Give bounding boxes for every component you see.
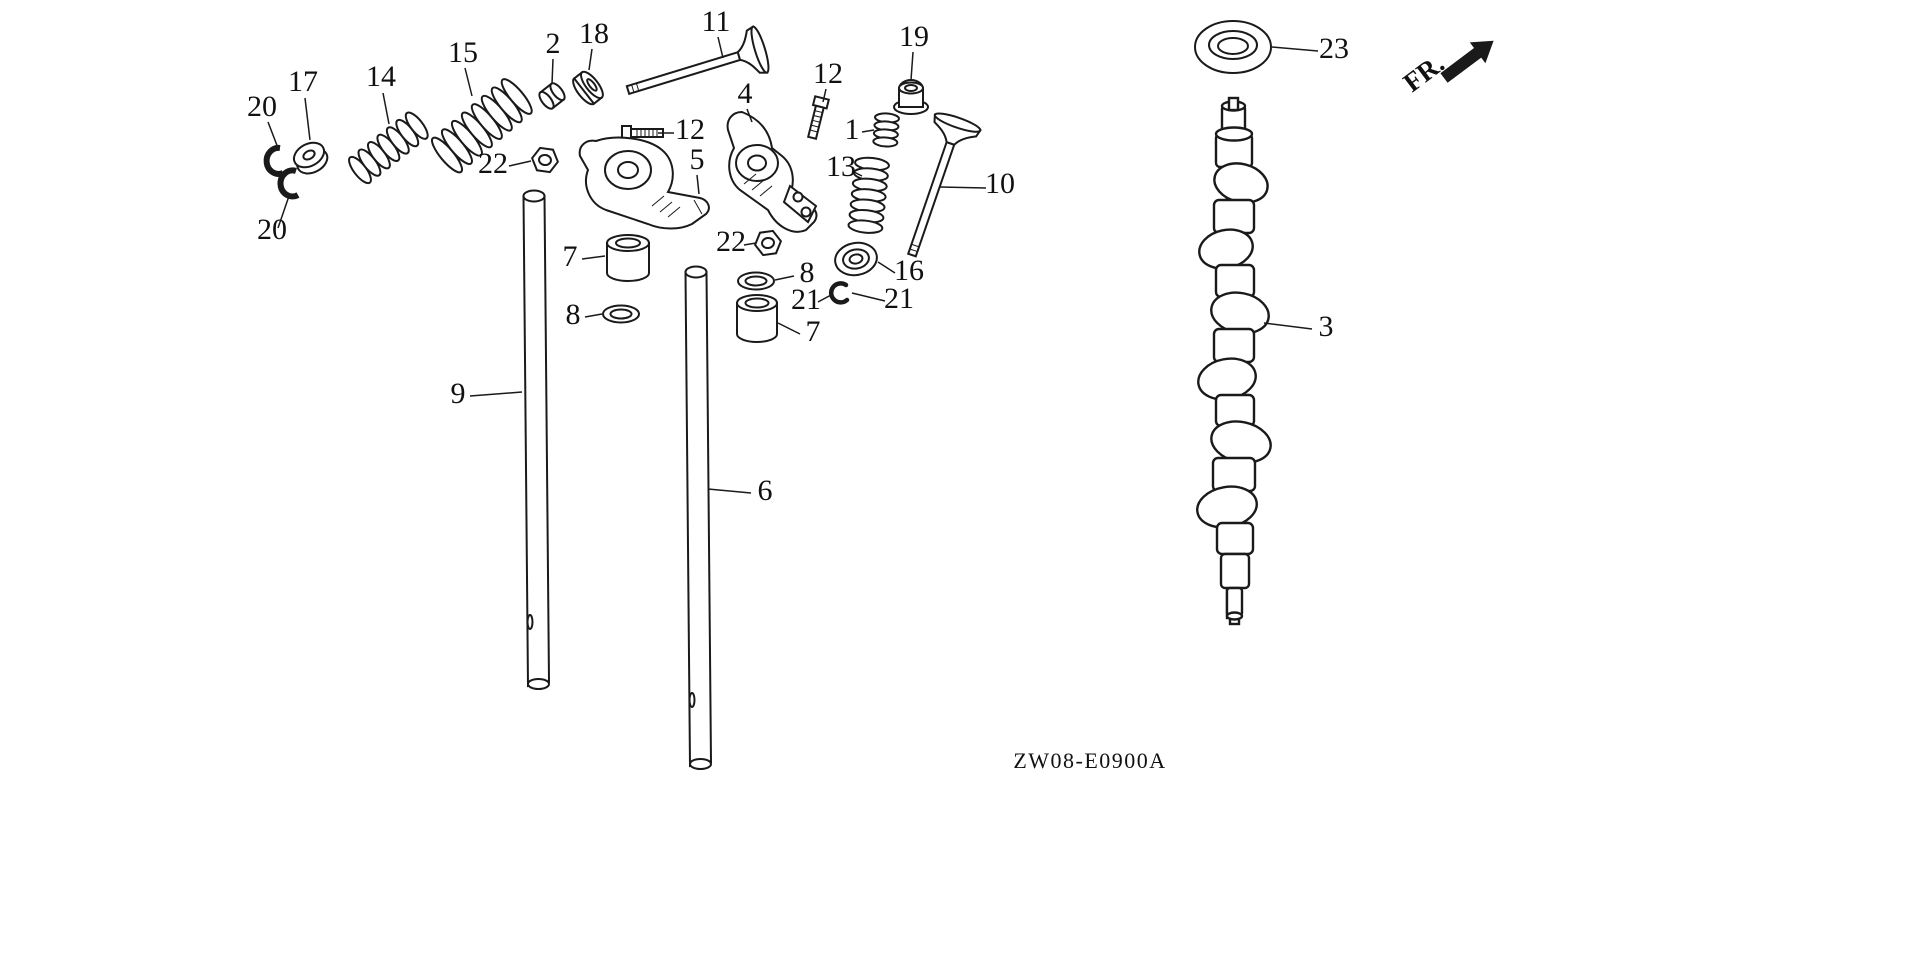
callout-1: 1 <box>845 113 860 146</box>
callout-2: 2 <box>546 27 561 60</box>
callout-5: 5 <box>690 143 705 176</box>
part-washer-b <box>737 271 775 291</box>
callout-23: 23 <box>1319 32 1349 65</box>
part-rocker-arm-a <box>578 136 710 230</box>
callout-11: 11 <box>702 5 731 38</box>
part-rocker-arm-b <box>726 110 818 233</box>
leader-lines <box>267 36 1319 494</box>
callout-18: 18 <box>579 17 609 50</box>
part-collar-b <box>736 294 778 343</box>
part-push-rod-b <box>684 265 713 770</box>
part-nut-a <box>530 146 560 174</box>
callout-16: 16 <box>894 254 924 287</box>
callout-21-a: 21 <box>791 283 821 316</box>
callout-4: 4 <box>738 77 753 110</box>
callout-7-a: 7 <box>563 240 578 273</box>
part-nut-b <box>753 229 783 257</box>
callout-6: 6 <box>758 474 773 507</box>
drawing-code: ZW08-E0900A <box>1013 748 1166 773</box>
front-direction-indicator: FR. <box>1398 40 1494 98</box>
callout-22-a: 22 <box>478 147 508 180</box>
part-small-spring <box>872 112 900 148</box>
part-valve-spring-b <box>847 156 890 234</box>
part-camshaft <box>1196 96 1272 626</box>
part-valve-b <box>906 112 982 258</box>
part-washer-a <box>602 304 640 324</box>
callout-20-bottom: 20 <box>257 213 287 246</box>
callout-22-b: 22 <box>716 225 746 258</box>
part-valve-a <box>625 25 770 96</box>
part-clip <box>828 281 850 305</box>
hatch-rocker-b <box>743 173 773 197</box>
part-stem-seal-washer <box>572 70 604 106</box>
callout-20-top: 20 <box>247 90 277 123</box>
callout-3: 3 <box>1319 310 1334 343</box>
part-seal-cap <box>893 79 929 115</box>
callout-7-b: 7 <box>806 315 821 348</box>
callout-8-b: 8 <box>800 256 815 289</box>
part-inner-valve-spring <box>348 111 429 185</box>
part-push-rod-a <box>522 189 551 690</box>
callout-12-a: 12 <box>675 113 705 146</box>
callout-12-b: 12 <box>813 57 843 90</box>
callout-19: 19 <box>899 20 929 53</box>
part-outer-valve-spring <box>431 78 533 174</box>
part-bolt-b <box>806 95 831 140</box>
callout-15: 15 <box>448 36 478 69</box>
callout-labels: 20 20 17 14 15 2 18 11 4 12 19 12 1 22 5… <box>247 5 1349 507</box>
part-collar-a <box>606 234 650 282</box>
callout-14: 14 <box>366 60 396 93</box>
callout-13: 13 <box>826 150 856 183</box>
part-seal-ring <box>834 241 878 277</box>
part-cap-seal <box>1194 20 1272 74</box>
callout-9: 9 <box>451 377 466 410</box>
callout-21-b: 21 <box>884 282 914 315</box>
hatch-rocker-a <box>651 195 681 218</box>
part-valve-keepers <box>263 144 300 200</box>
part-spring-seat <box>538 82 566 110</box>
callout-17: 17 <box>288 65 318 98</box>
callout-10: 10 <box>985 167 1015 200</box>
front-arrow-icon <box>1440 40 1494 83</box>
callout-8-a: 8 <box>566 298 581 331</box>
part-spring-retainer <box>292 141 329 175</box>
